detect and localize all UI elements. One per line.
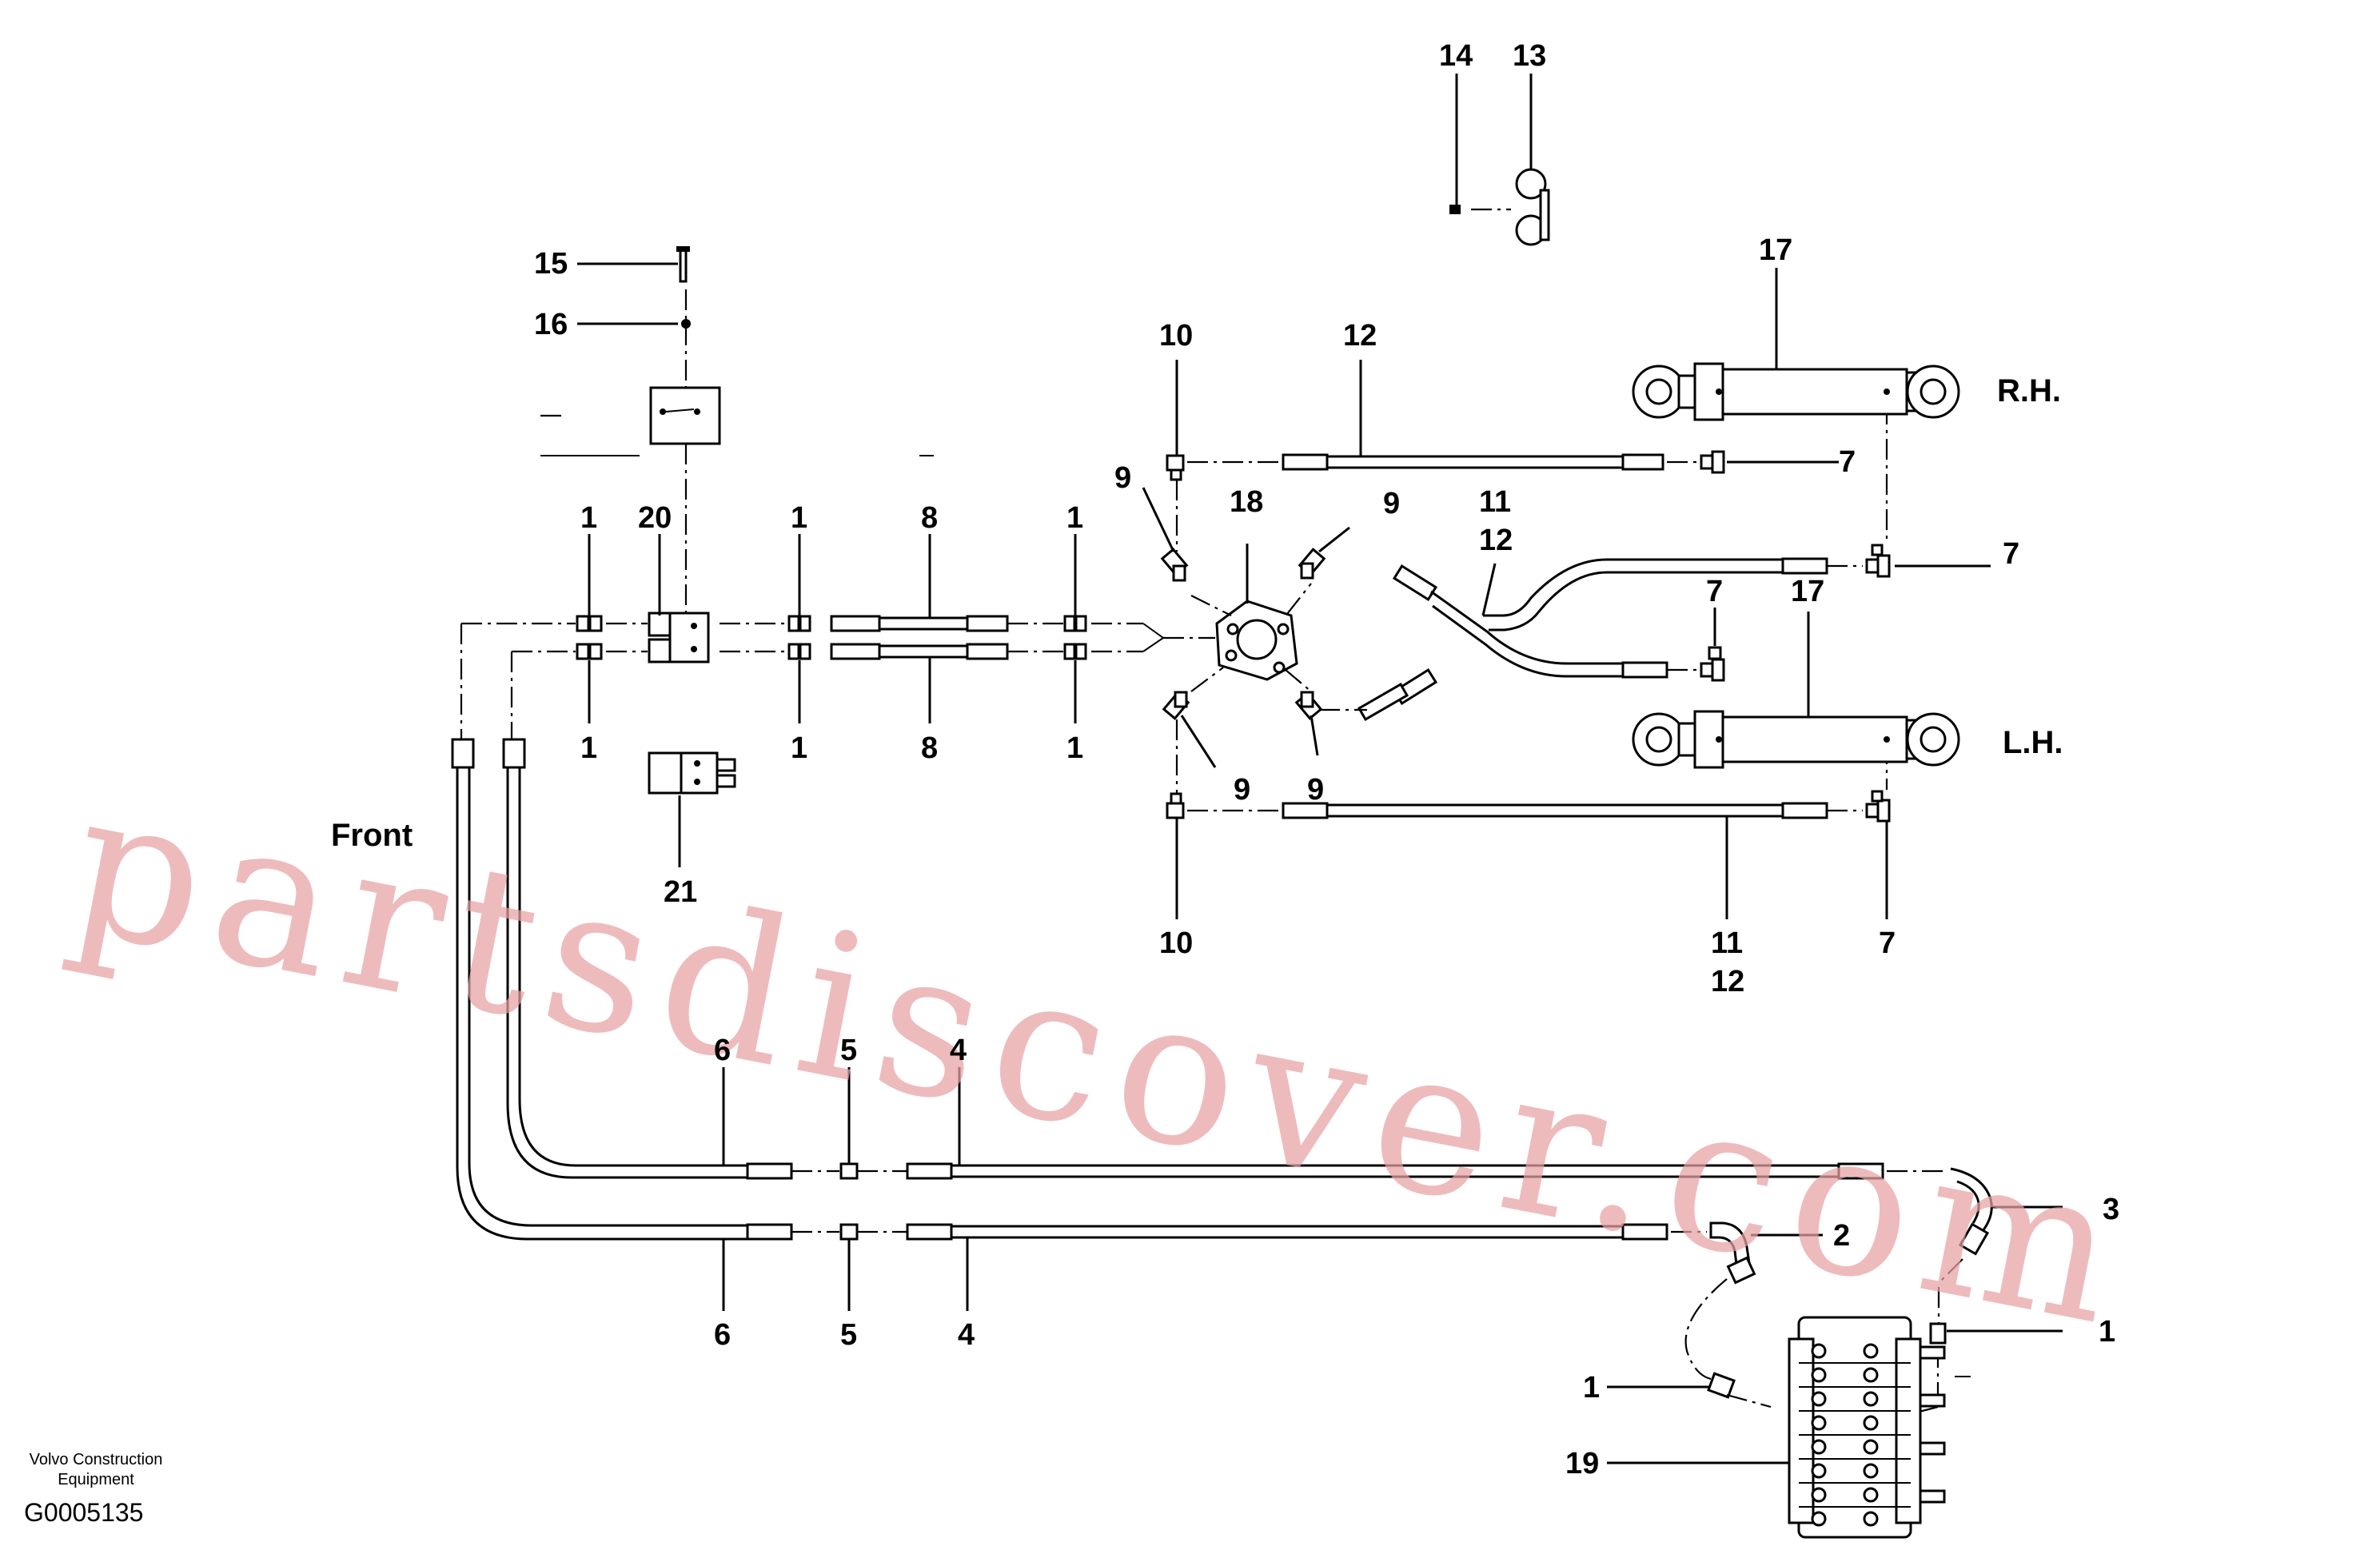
callout-1-valve: 1 [1583,1371,1600,1405]
callout-2: 2 [1833,1219,1850,1253]
callout-16: 16 [534,308,568,341]
part-14-pin [1449,74,1511,214]
part-21-valve-block [648,751,736,867]
callout-5-bot: 5 [840,1318,857,1352]
part-3-elbow-hose [1937,1167,2063,1327]
callout-4-bot: 4 [958,1318,975,1352]
callout-9-d: 9 [1307,773,1324,807]
part-12-hose-top [1282,360,1699,471]
footer-company-line2: Equipment [58,1471,134,1488]
callout-21: 21 [664,875,697,909]
callout-1-top-a: 1 [580,501,597,535]
callout-11-a: 11 [1479,485,1511,519]
footer-drawing-code: G0005135 [24,1498,143,1527]
part-5-adapters [839,1067,907,1311]
part-20-valve-block [648,612,710,663]
part-8-hoses [830,615,1009,660]
callout-1-right: 1 [2099,1315,2115,1349]
callout-10-top: 10 [1159,319,1193,353]
callout-6-bot: 6 [714,1318,731,1352]
part-1-fittings-left [576,615,1087,660]
label-rh: R.H. [1997,373,2061,408]
callout-5-top: 5 [840,1034,857,1067]
callout-6-top: 6 [714,1034,731,1067]
callout-7-c: 7 [1706,575,1723,608]
callout-12-a: 12 [1479,524,1513,557]
callout-14: 14 [1439,39,1473,73]
callout-18: 18 [1230,485,1263,519]
part-17-cylinder-lh [1632,612,1960,769]
callout-3: 3 [2103,1193,2119,1226]
callout-8-top: 8 [921,501,938,535]
part-12-hose-bottom [1282,802,1863,919]
label-lh: L.H. [2003,725,2063,760]
part-2-elbow [1709,1221,1823,1285]
part-18-swivel [1215,544,1298,681]
leader-lines [588,534,1077,723]
part-17-cylinder-rh [1632,268,1960,421]
mounting-plate [540,289,934,620]
callout-4-top: 4 [950,1034,967,1067]
callout-11-b: 11 [1711,926,1743,960]
callout-12-b: 12 [1711,965,1744,998]
callout-7-b: 7 [2003,537,2019,571]
callout-1-bot-a: 1 [580,731,597,765]
part-9-elbows [1142,487,1350,768]
part-19-control-valve [1607,1316,1946,1539]
callout-8-bot: 8 [921,731,938,765]
callout-17-mid: 17 [1791,575,1824,608]
pilot-lines-left [460,622,1215,743]
part-15-bolt [577,246,690,283]
callout-1-bot-c: 1 [1066,731,1083,765]
callout-1-top-c: 1 [1066,501,1083,535]
part-13-clip [1515,74,1550,246]
callout-19: 19 [1565,1447,1599,1480]
callout-20: 20 [638,501,672,535]
callout-10-bot: 10 [1159,926,1193,960]
callout-13: 13 [1513,39,1546,73]
callout-1-top-b: 1 [791,501,807,535]
callout-9-a: 9 [1114,461,1131,495]
callout-15: 15 [534,247,568,281]
footer-company-line1: Volvo Construction [30,1451,163,1468]
callout-9-b: 9 [1383,487,1400,520]
part-16-washer [577,319,691,329]
callout-12-top: 12 [1343,319,1377,353]
label-front: Front [331,818,413,853]
callout-17-top: 17 [1759,233,1792,267]
part-11-12-bent-hoses [1319,557,1863,721]
part-6-hoses-bent [451,738,839,1311]
part-4-long-hoses [906,1067,1947,1311]
part-7-fittings [1700,404,1991,919]
callout-9-c: 9 [1234,773,1250,807]
callout-7-a: 7 [1839,445,1856,479]
callout-1-bot-b: 1 [791,731,807,765]
callout-7-d: 7 [1879,926,1896,960]
part-10-tees [1166,360,1279,919]
callout-labels: 1 20 1 8 1 1 1 8 1 15 16 14 13 21 10 12 … [534,39,2119,1480]
